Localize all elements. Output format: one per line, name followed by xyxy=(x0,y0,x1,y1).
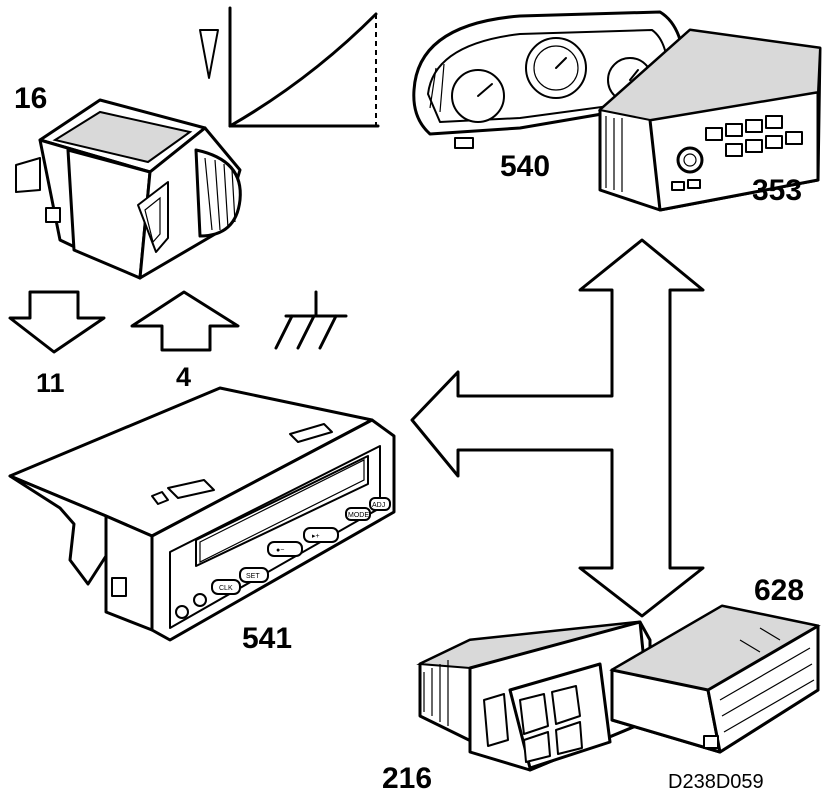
adj-button-label: ADJ xyxy=(372,502,385,509)
label-4: 4 xyxy=(176,362,191,392)
dimmer-ramp-icon xyxy=(199,6,380,128)
label-216: 216 xyxy=(382,762,432,795)
clk-button-label: CLK xyxy=(219,585,233,592)
drawing-reference: D238D059 xyxy=(668,771,764,793)
climate-control-216 xyxy=(416,620,652,772)
control-module-628 xyxy=(609,604,821,754)
label-540: 540 xyxy=(500,150,550,183)
plus-button-label: ▸+ xyxy=(312,533,320,540)
mode-button-label: MODE xyxy=(348,512,369,519)
arrow-down-outline-icon xyxy=(8,290,106,354)
double-headed-t-arrow-icon xyxy=(410,238,705,618)
ground-symbol-icon xyxy=(274,290,348,350)
minus-button-label: ●− xyxy=(276,547,284,554)
dimmer-switch-16 xyxy=(15,98,242,280)
arrow-up-outline-icon xyxy=(130,290,240,352)
label-628: 628 xyxy=(754,574,804,607)
radio-353 xyxy=(597,28,822,212)
label-541: 541 xyxy=(242,622,292,655)
label-353: 353 xyxy=(752,174,802,207)
set-button-label: SET xyxy=(246,573,260,580)
label-16: 16 xyxy=(14,82,47,115)
display-unit-541: CLK SET ●− ▸+ MODE ADJ xyxy=(8,386,396,642)
label-11: 11 xyxy=(36,368,65,398)
